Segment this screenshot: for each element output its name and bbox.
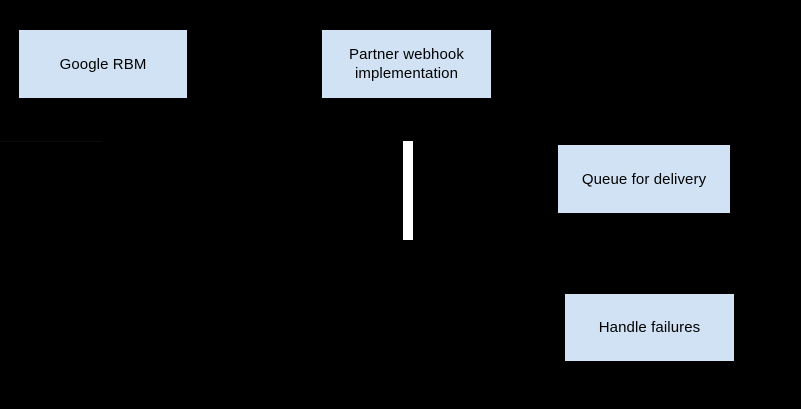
node-queue-for-delivery-label: Queue for delivery [581, 170, 707, 188]
node-partner-webhook-implementation-label: Partner webhook implementation [349, 46, 464, 82]
vertical-connector-line[interactable] [403, 141, 413, 240]
node-queue-for-delivery[interactable]: Queue for delivery [558, 145, 730, 213]
node-google-rbm[interactable]: Google RBM [19, 30, 187, 98]
node-handle-failures-label: Handle failures [598, 319, 701, 336]
node-google-rbm-label: Google RBM [59, 55, 147, 73]
node-partner-webhook-implementation[interactable]: Partner webhook implementation [322, 30, 491, 98]
node-handle-failures[interactable]: Handle failures [565, 294, 734, 361]
faint-horizontal-rule [0, 141, 102, 142]
